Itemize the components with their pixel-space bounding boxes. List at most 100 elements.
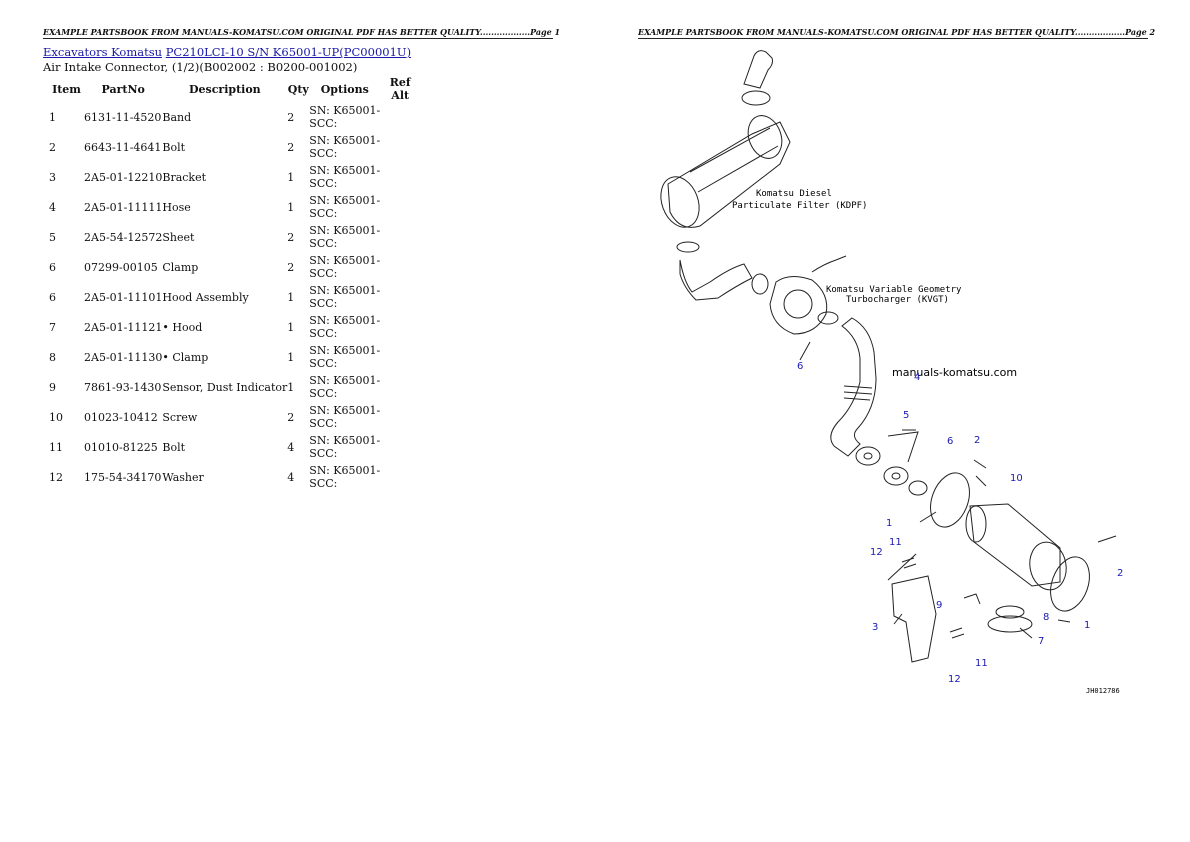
qty-cell: 1 — [287, 290, 295, 304]
ref-alt-cell — [380, 162, 420, 192]
options-sn: SN: K65001- — [309, 404, 381, 417]
options-sn: SN: K65001- — [309, 224, 381, 237]
item-cell: 5 — [49, 230, 56, 244]
drawing-code: JH012786 — [1086, 687, 1120, 695]
item-cell: 2 — [49, 140, 56, 154]
partno-cell: 2A5-01-11130 — [84, 350, 163, 364]
options-scc: SCC: — [309, 177, 338, 190]
qty-cell: 2 — [287, 140, 295, 154]
item-cell: 9 — [49, 380, 56, 394]
turbo-shape — [769, 276, 828, 335]
ref-alt-cell — [380, 192, 420, 222]
options-cell: SN: K65001-SCC: — [309, 282, 380, 312]
ref-alt-cell — [380, 132, 420, 162]
qty-cell: 2 — [287, 410, 295, 424]
page-subtitle: Air Intake Connector, (1/2)(B002002 : B0… — [43, 60, 358, 74]
options-sn: SN: K65001- — [309, 164, 381, 177]
page-header-1: EXAMPLE PARTSBOOK FROM MANUALS-KOMATSU.C… — [43, 27, 561, 39]
breadcrumb-link-model[interactable]: PC210LCI-10 S/N K65001-UP(PC00001U) — [165, 45, 412, 59]
item-cell: 4 — [49, 200, 56, 214]
options-sn: SN: K65001- — [309, 344, 381, 357]
watermark: manuals-komatsu.com — [892, 366, 1017, 379]
column-header-partno: PartNo — [101, 82, 145, 96]
options-cell: SN: K65001-SCC: — [309, 192, 380, 222]
options-scc: SCC: — [309, 357, 338, 370]
qty-cell: 4 — [287, 440, 295, 454]
callout-2: 2 — [974, 435, 980, 446]
options-cell: SN: K65001-SCC: — [309, 132, 380, 162]
options-sn: SN: K65001- — [309, 374, 381, 387]
partno-cell: 2A5-01-12210 — [84, 170, 163, 184]
callout-6: 6 — [947, 436, 953, 447]
item-cell: 12 — [49, 470, 63, 484]
qty-cell: 1 — [287, 350, 295, 364]
parts-diagram: Komatsu Diesel Particulate Filter (KDPF)… — [660, 50, 1123, 695]
kvgt-label-line1: Komatsu Variable Geometry — [826, 285, 962, 295]
ref-alt-cell — [380, 252, 420, 282]
options-scc: SCC: — [309, 417, 338, 430]
ref-alt-cell — [380, 462, 420, 492]
table-row: 8 2A5-01-11130• Clamp 1 SN: K65001-SCC: — [43, 342, 420, 372]
qty-cell: 1 — [287, 380, 295, 394]
partno-cell: 2A5-01-11101 — [84, 290, 163, 304]
callout-11: 11 — [975, 658, 988, 669]
intake-hose-shape — [830, 317, 877, 457]
options-cell: SN: K65001-SCC: — [309, 432, 380, 462]
description-cell: • Clamp — [162, 350, 209, 364]
qty-cell: 1 — [287, 170, 295, 184]
qty-cell: 2 — [287, 110, 295, 124]
callout-10: 10 — [1010, 473, 1023, 484]
item-cell: 6 — [49, 260, 56, 274]
ref-alt-cell — [380, 102, 420, 132]
options-sn: SN: K65001- — [309, 134, 381, 147]
qty-cell: 4 — [287, 470, 295, 484]
options-cell: SN: K65001-SCC: — [309, 312, 380, 342]
options-scc: SCC: — [309, 447, 338, 460]
ref-alt-cell — [380, 222, 420, 252]
ref-alt-cell — [380, 402, 420, 432]
column-header-options: Options — [320, 82, 369, 96]
callout-6: 6 — [797, 361, 803, 372]
item-cell: 6 — [49, 290, 56, 304]
callout-1: 1 — [1084, 620, 1090, 631]
options-scc: SCC: — [309, 237, 338, 250]
description-cell: Clamp — [162, 260, 199, 274]
parts-table: Item PartNo Description Qty Options Ref … — [43, 76, 420, 492]
item-cell: 8 — [49, 350, 56, 364]
air-cleaner-shape — [969, 503, 1061, 587]
elbow-pipe-shape — [743, 50, 773, 89]
options-cell: SN: K65001-SCC: — [309, 162, 380, 192]
breadcrumb: Excavators Komatsu PC210LCI-10 S/N K6500… — [43, 45, 411, 59]
options-sn: SN: K65001- — [309, 194, 381, 207]
callout-9: 9 — [936, 600, 942, 611]
description-cell: • Hood — [162, 320, 203, 334]
item-cell: 11 — [49, 440, 63, 454]
options-scc: SCC: — [309, 207, 338, 220]
qty-cell: 2 — [287, 230, 295, 244]
partno-cell: 01023-10412 — [84, 410, 158, 424]
ref-alt-cell — [380, 282, 420, 312]
partno-cell: 2A5-01-11111 — [84, 200, 163, 214]
callout-8: 8 — [1043, 612, 1049, 623]
options-sn: SN: K65001- — [309, 104, 381, 117]
description-cell: Sheet — [162, 230, 195, 244]
breadcrumb-link-category[interactable]: Excavators Komatsu — [43, 45, 163, 59]
description-cell: Bolt — [162, 140, 186, 154]
ref-alt-cell — [380, 312, 420, 342]
options-scc: SCC: — [309, 477, 338, 490]
options-scc: SCC: — [309, 147, 338, 160]
description-cell: Hose — [162, 200, 191, 214]
options-scc: SCC: — [309, 297, 338, 310]
kdpf-label-line2: Particulate Filter (KDPF) — [732, 201, 867, 211]
qty-cell: 2 — [287, 260, 295, 274]
callout-7: 7 — [1038, 636, 1044, 647]
options-scc: SCC: — [309, 327, 338, 340]
description-cell: Hood Assembly — [162, 290, 249, 304]
callout-12: 12 — [870, 547, 883, 558]
